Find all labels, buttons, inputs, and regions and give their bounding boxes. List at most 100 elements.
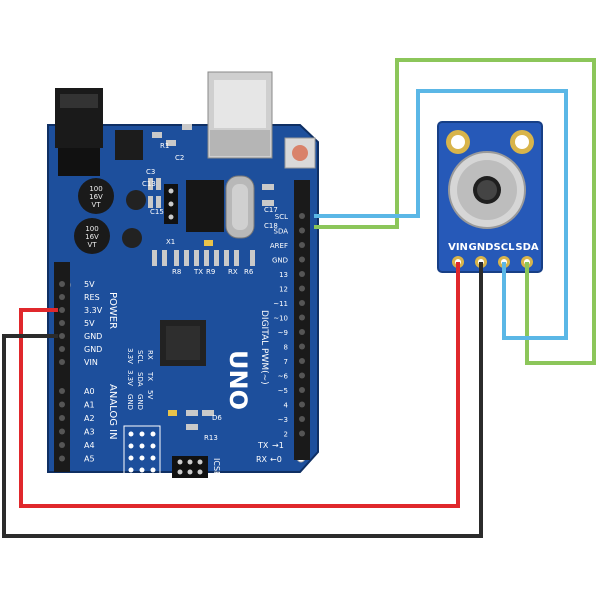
dc-power-jack [55,88,103,176]
sensor-pin-label: SCL [494,242,516,253]
digital-pin-label: AREF [270,242,288,250]
component-label: RX [228,268,238,276]
led-indicator [204,240,213,246]
digital-pin-label: ~6 [278,373,289,381]
digital-pin-label: GND [272,257,288,265]
icsp-header [172,456,208,478]
component-label: R6 [244,268,254,276]
sensor-pin-label: VIN [448,242,468,253]
digital-pin-label: 7 [284,358,288,366]
header-pin [59,359,65,365]
rx-label: RX [256,455,268,464]
power-pin-label: GND [84,345,102,354]
breakout-label: 5V [146,390,154,399]
rx-arrow-icon: ←0 [270,455,282,464]
header-pin [299,242,305,248]
header-pin [299,430,305,437]
mounting-hole [451,135,465,149]
breakout-label: RX [146,350,154,360]
microcontroller-chip [160,320,206,366]
power-header-label: POWER [107,292,118,329]
reset-button[interactable] [284,137,316,169]
analog-header-label: ANALOG IN [107,384,118,440]
component-label: C2 [175,154,184,162]
component-labels: C2 C3 C13 C15 R1 R8 R9 RX TX R6 C17 C18 … [142,142,278,442]
board-model-label: UNO [224,350,252,410]
component-label: D6 [212,414,222,422]
wire-scl [314,89,568,340]
wire-vin [19,262,460,508]
header-pin [299,271,305,277]
digital-pin-label: ~11 [273,300,288,308]
small-header [164,184,178,224]
header-pin [299,314,305,321]
digital-pin-label: ~10 [273,315,288,323]
component-label: C3 [146,168,155,176]
capacitor-label: 100 [89,185,102,193]
capacitor-label: VT [87,241,97,249]
component-label: C15 [150,208,164,216]
header-pin [299,256,305,263]
header-pin [299,227,305,234]
header-pin [299,213,305,219]
power-pin-label: RES [84,293,100,302]
header-pin [299,300,305,306]
component-label: R9 [206,268,215,276]
header-pin [59,281,65,287]
wire-sda [314,58,596,365]
breakout-label: GND [126,394,134,410]
header-pin [59,415,65,421]
ir-sensor-can [448,151,526,229]
tx-arrow-icon: →1 [272,441,284,450]
smd-components [148,124,274,430]
icsp-label: ICSP [212,458,221,476]
component-label: R1 [160,142,169,150]
component-label: C17 [264,206,278,214]
component-label: X1 [166,238,175,246]
component-label: C18 [264,222,278,230]
breakout-grid [123,425,161,479]
breakout-label: 3.3V [126,370,134,386]
sensor-pin-label: SDA [515,242,539,253]
breakout-labels: RX TX 5V SCL SDA GND 3.3V 3.3V GND [126,348,154,410]
arduino-board: 100 16V VT 100 16V VT [47,71,319,479]
header-pin [59,346,65,352]
power-pin-label: 5V [84,319,95,328]
capacitor-label: 16V [89,193,103,201]
header-pin [59,333,65,339]
component-label: R13 [204,434,218,442]
sensor-pin-label: GND [469,242,494,253]
breakout-label: SDA [136,372,144,387]
component-label: C13 [142,180,156,188]
digital-pin-label: 2 [284,431,288,439]
capacitor-label: 100 [85,225,98,233]
digital-pin-label: 13 [279,271,288,279]
crystal-oscillator [225,175,255,239]
header-pin [59,388,65,394]
digital-pin-label: ~5 [278,387,288,395]
usb-b-connector [207,71,273,159]
header-pin [299,329,305,335]
breakout-label: TX [146,371,154,381]
voltage-regulator [115,130,143,160]
usb-chip [186,180,224,232]
header-pin [59,320,65,326]
analog-pin-label: A2 [84,414,95,423]
header-pin [299,343,305,350]
capacitor-1: 100 16V VT [78,178,114,214]
wires [2,58,596,538]
capacitor-small [122,190,146,248]
breakout-label: GND [136,394,144,410]
digital-pin-label: SCL [275,213,288,221]
breakout-label: SCL [136,350,144,363]
analog-pin-label: A4 [84,441,95,450]
header-pin [299,372,305,379]
power-pin-label: 5V [84,280,95,289]
power-header [54,262,70,472]
header-pin [59,442,65,448]
